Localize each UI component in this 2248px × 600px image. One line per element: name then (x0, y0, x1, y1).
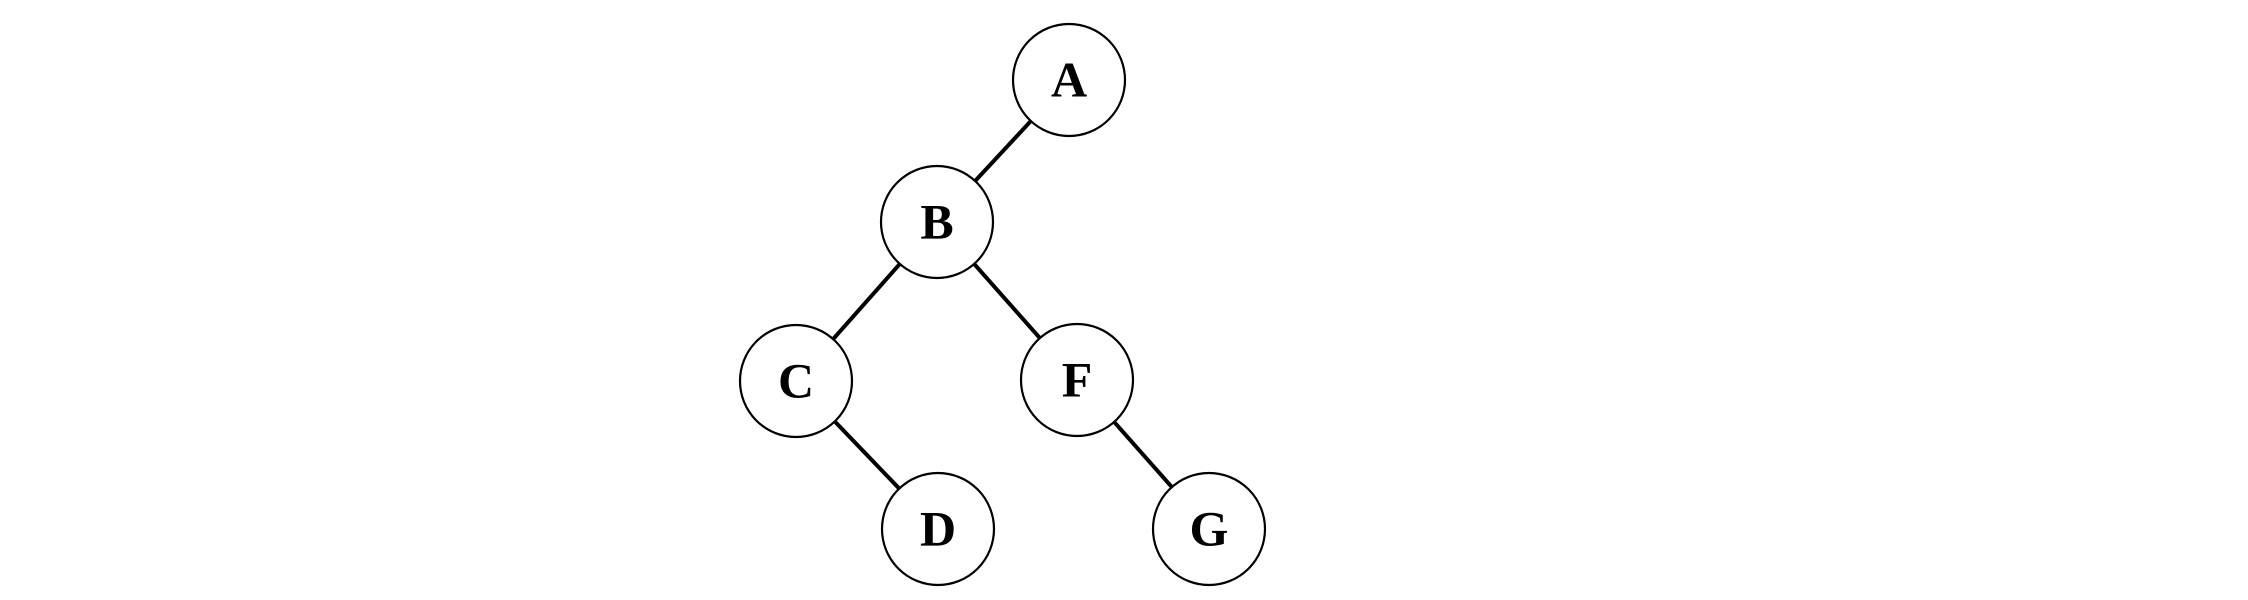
tree-node-C: C (738, 323, 854, 439)
node-label-B: B (920, 194, 953, 250)
node-circle-B (879, 164, 995, 280)
node-circle-A (1011, 22, 1127, 138)
tree-node-G: G (1151, 471, 1267, 587)
node-label-A: A (1051, 52, 1087, 108)
node-circle-F (1019, 322, 1135, 438)
tree-node-A: A (1011, 22, 1127, 138)
node-label-C: C (778, 353, 814, 409)
node-circle-D (880, 471, 996, 587)
tree-node-F: F (1019, 322, 1135, 438)
tree-node-B: B (879, 164, 995, 280)
node-label-G: G (1190, 501, 1229, 557)
node-label-D: D (920, 501, 956, 557)
tree-node-D: D (880, 471, 996, 587)
node-label-F: F (1062, 352, 1093, 408)
node-circle-C (738, 323, 854, 439)
node-circle-G (1151, 471, 1267, 587)
